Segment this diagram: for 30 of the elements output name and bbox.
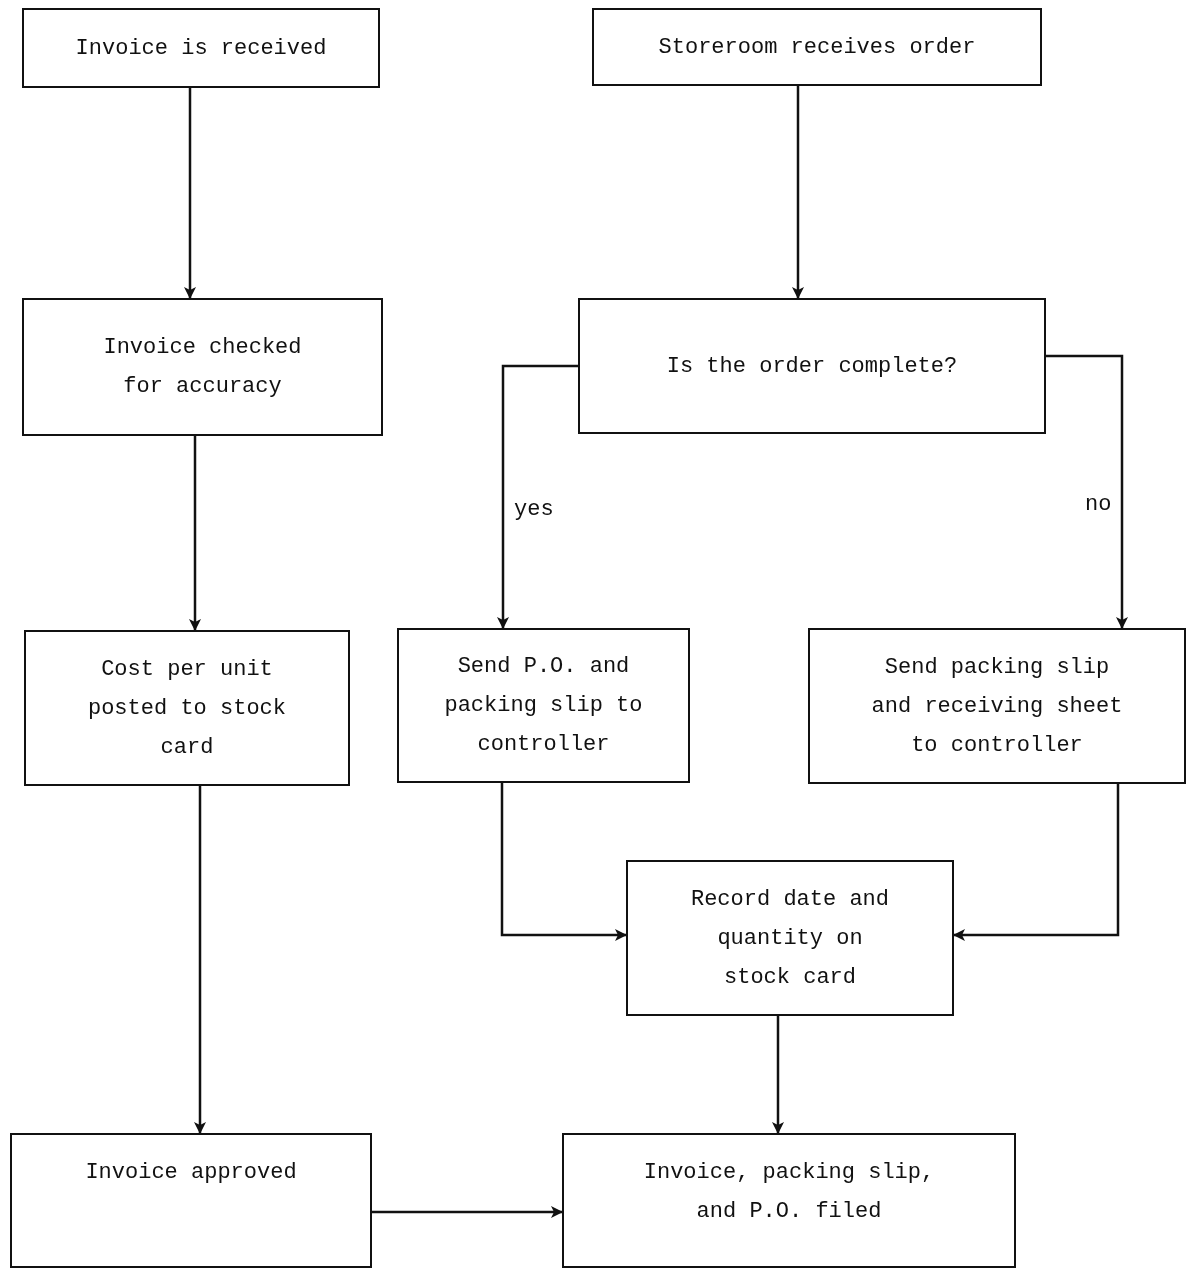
process-box <box>10 1133 372 1268</box>
arrow <box>497 364 578 629</box>
box-text: Invoice, packing slip, and P.O. filed <box>642 1159 936 1226</box>
arrow <box>500 783 627 941</box>
box-text: Storeroom receives order <box>658 33 976 62</box>
box-text: Send P.O. and packing slip to controller <box>443 653 644 759</box>
process-box <box>397 628 690 783</box>
arrow <box>792 86 804 299</box>
process-box <box>24 630 350 786</box>
process-box <box>626 860 954 1016</box>
process-box <box>22 298 383 436</box>
process-box <box>592 8 1042 86</box>
process-box <box>562 1133 1016 1268</box>
box-text: Record date and quantity on stock card <box>689 885 890 992</box>
arrow <box>1046 354 1128 629</box>
process-box <box>578 298 1046 434</box>
arrow <box>184 88 196 299</box>
process-box <box>808 628 1186 784</box>
box-text: Send packing slip and receiving sheet to controller <box>870 653 1124 760</box>
arrow <box>194 786 206 1134</box>
box-text: Cost per unit posted to stock card <box>86 655 287 762</box>
box-text: Invoice is received <box>75 34 327 63</box>
box-text: Invoice checked for accuracy <box>102 334 303 401</box>
box-text: Invoice approved <box>85 1159 297 1187</box>
box-text: Is the order complete? <box>666 352 958 381</box>
arrow <box>372 1206 563 1218</box>
arrow <box>953 784 1120 941</box>
arrow <box>189 436 201 631</box>
arrow <box>772 1016 784 1134</box>
process-box <box>22 8 380 88</box>
